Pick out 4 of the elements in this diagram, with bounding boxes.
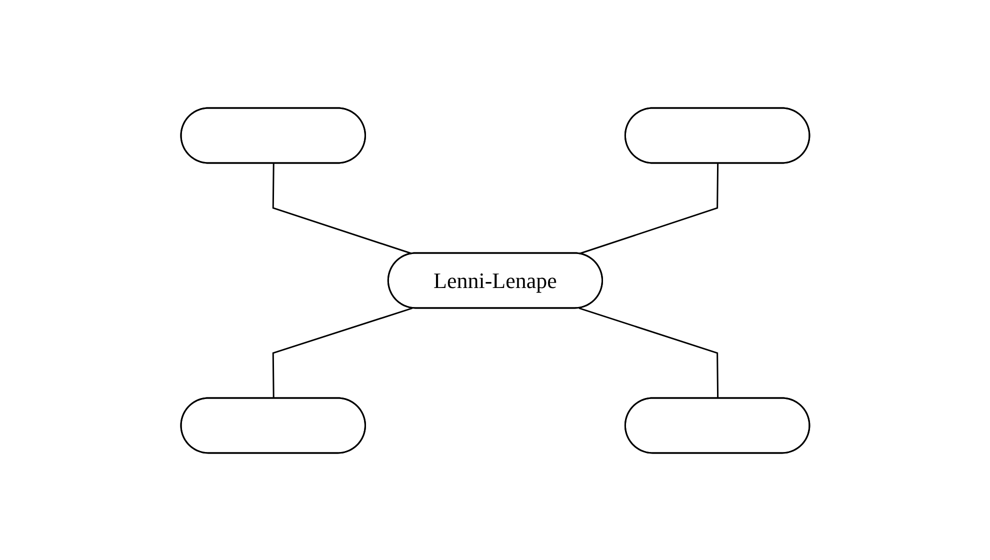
connector [578,162,718,254]
connector [578,307,718,398]
connector [272,307,412,398]
connector [272,162,412,254]
